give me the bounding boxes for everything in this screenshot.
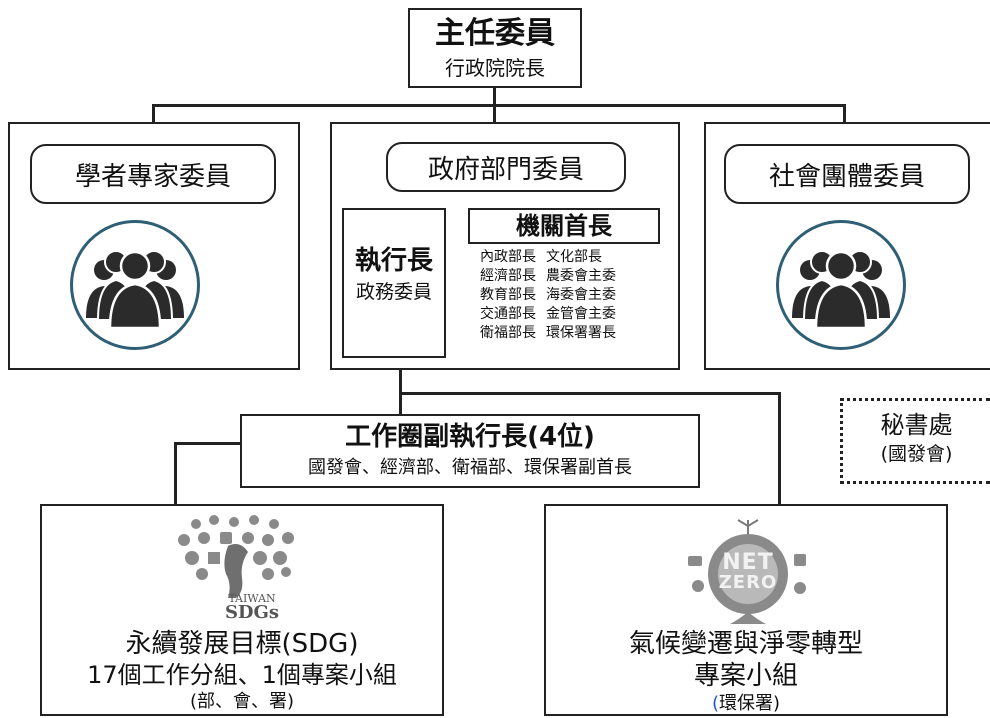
climate-line3-text: 環保署) (719, 693, 781, 714)
executive-title: 執行長 (354, 246, 433, 276)
agency-head: 文化部長 (546, 249, 602, 265)
agency-head: 農委會主委 (546, 268, 616, 284)
connector-deputy-left (174, 442, 242, 445)
sdg-box: TAIWAN SDGs 永續發展目標(SDG) 17個工作分組、1個專案小組 (… (40, 504, 444, 716)
climate-line3-paren: ( (711, 693, 719, 714)
deputies-box: 工作圈副執行長(4位) 國發會、經濟部、衛福部、環保署副首長 (240, 414, 700, 488)
agency-heads-title: 機關首長 (516, 212, 612, 240)
secretariat-box: 秘書處 (國發會) (840, 398, 990, 484)
connector-exec-down (399, 356, 402, 416)
connector-top-horizontal (152, 104, 846, 107)
agency-heads-header: 機關首長 (468, 208, 660, 244)
list-item: 交通部長金管會主委 (480, 305, 670, 324)
logo-sdgs-text: SDGs (224, 602, 280, 623)
scholars-label-text: 學者專家委員 (74, 161, 231, 192)
executive-box: 執行長 政務委員 (342, 208, 446, 358)
social-people-icon (776, 220, 906, 350)
logo-net-text: NET (722, 550, 774, 575)
deputies-subtitle: 國發會、經濟部、衛福部、環保署副首長 (308, 457, 632, 478)
agency-heads-list: 內政部長文化部長 經濟部長農委會主委 教育部長海委會主委 交通部長金管會主委 衛… (480, 248, 670, 343)
agency-head: 交通部長 (480, 306, 536, 322)
agency-head: 金管會主委 (546, 306, 616, 322)
government-label-text: 政府部門委員 (427, 154, 584, 185)
government-label: 政府部門委員 (386, 142, 626, 192)
climate-box: NET ZERO 氣候變遷與淨零轉型 專案小組 (環保署) (544, 504, 948, 716)
sdg-line2: 17個工作分組、1個專案小組 (87, 661, 397, 689)
connector-to-government (493, 104, 496, 124)
executive-subtitle: 政務委員 (355, 281, 432, 303)
net-zero-logo (668, 516, 828, 626)
list-item: 教育部長海委會主委 (480, 286, 670, 305)
climate-text: 氣候變遷與淨零轉型 專案小組 (環保署) (546, 628, 946, 716)
agency-head: 經濟部長 (480, 268, 536, 284)
agency-head: 衛福部長 (480, 325, 536, 341)
climate-line2: 專案小組 (693, 661, 798, 691)
social-label: 社會團體委員 (724, 144, 970, 204)
connector-to-climate (778, 392, 781, 506)
connector-to-scholars (152, 104, 155, 124)
sdg-text: 永續發展目標(SDG) 17個工作分組、1個專案小組 (部、會、署) (42, 628, 442, 714)
connector-to-social (843, 104, 846, 124)
agency-head: 教育部長 (480, 287, 536, 303)
logo-zero-text: ZERO (718, 572, 778, 593)
agency-head: 海委會主委 (546, 287, 616, 303)
deputies-title: 工作圈副執行長(4位) (345, 422, 595, 452)
social-label-text: 社會團體委員 (768, 161, 925, 192)
connector-exec-right (399, 392, 781, 395)
scholars-label: 學者專家委員 (30, 144, 276, 204)
chair-title: 主任委員 (435, 16, 555, 51)
agency-head: 內政部長 (480, 249, 536, 265)
scholars-people-icon (70, 220, 200, 350)
scholars-box: 學者專家委員 (8, 122, 300, 370)
secretariat-subtitle: (國發會) (880, 443, 953, 465)
climate-line3: (環保署) (546, 692, 946, 716)
list-item: 衛福部長環保署署長 (480, 324, 670, 343)
connector-to-sdg (174, 442, 177, 506)
taiwan-sdgs-logo (156, 512, 326, 622)
list-item: 內政部長文化部長 (480, 248, 670, 267)
sdg-title: 永續發展目標(SDG) (125, 629, 359, 659)
chair-subtitle: 行政院院長 (445, 56, 545, 80)
social-box: 社會團體委員 (704, 122, 990, 370)
agency-head: 環保署署長 (546, 325, 616, 341)
government-box: 政府部門委員 執行長 政務委員 機關首長 內政部長文化部長 經濟部長農委會主委 … (330, 122, 680, 370)
list-item: 經濟部長農委會主委 (480, 267, 670, 286)
connector-chair-down (493, 86, 496, 106)
secretariat-title: 秘書處 (880, 411, 953, 439)
climate-title: 氣候變遷與淨零轉型 (628, 629, 863, 659)
chair-box: 主任委員 行政院院長 (408, 8, 582, 88)
sdg-line3: (部、會、署) (189, 691, 295, 712)
logo-taiwan-text: TAIWAN (228, 592, 276, 605)
